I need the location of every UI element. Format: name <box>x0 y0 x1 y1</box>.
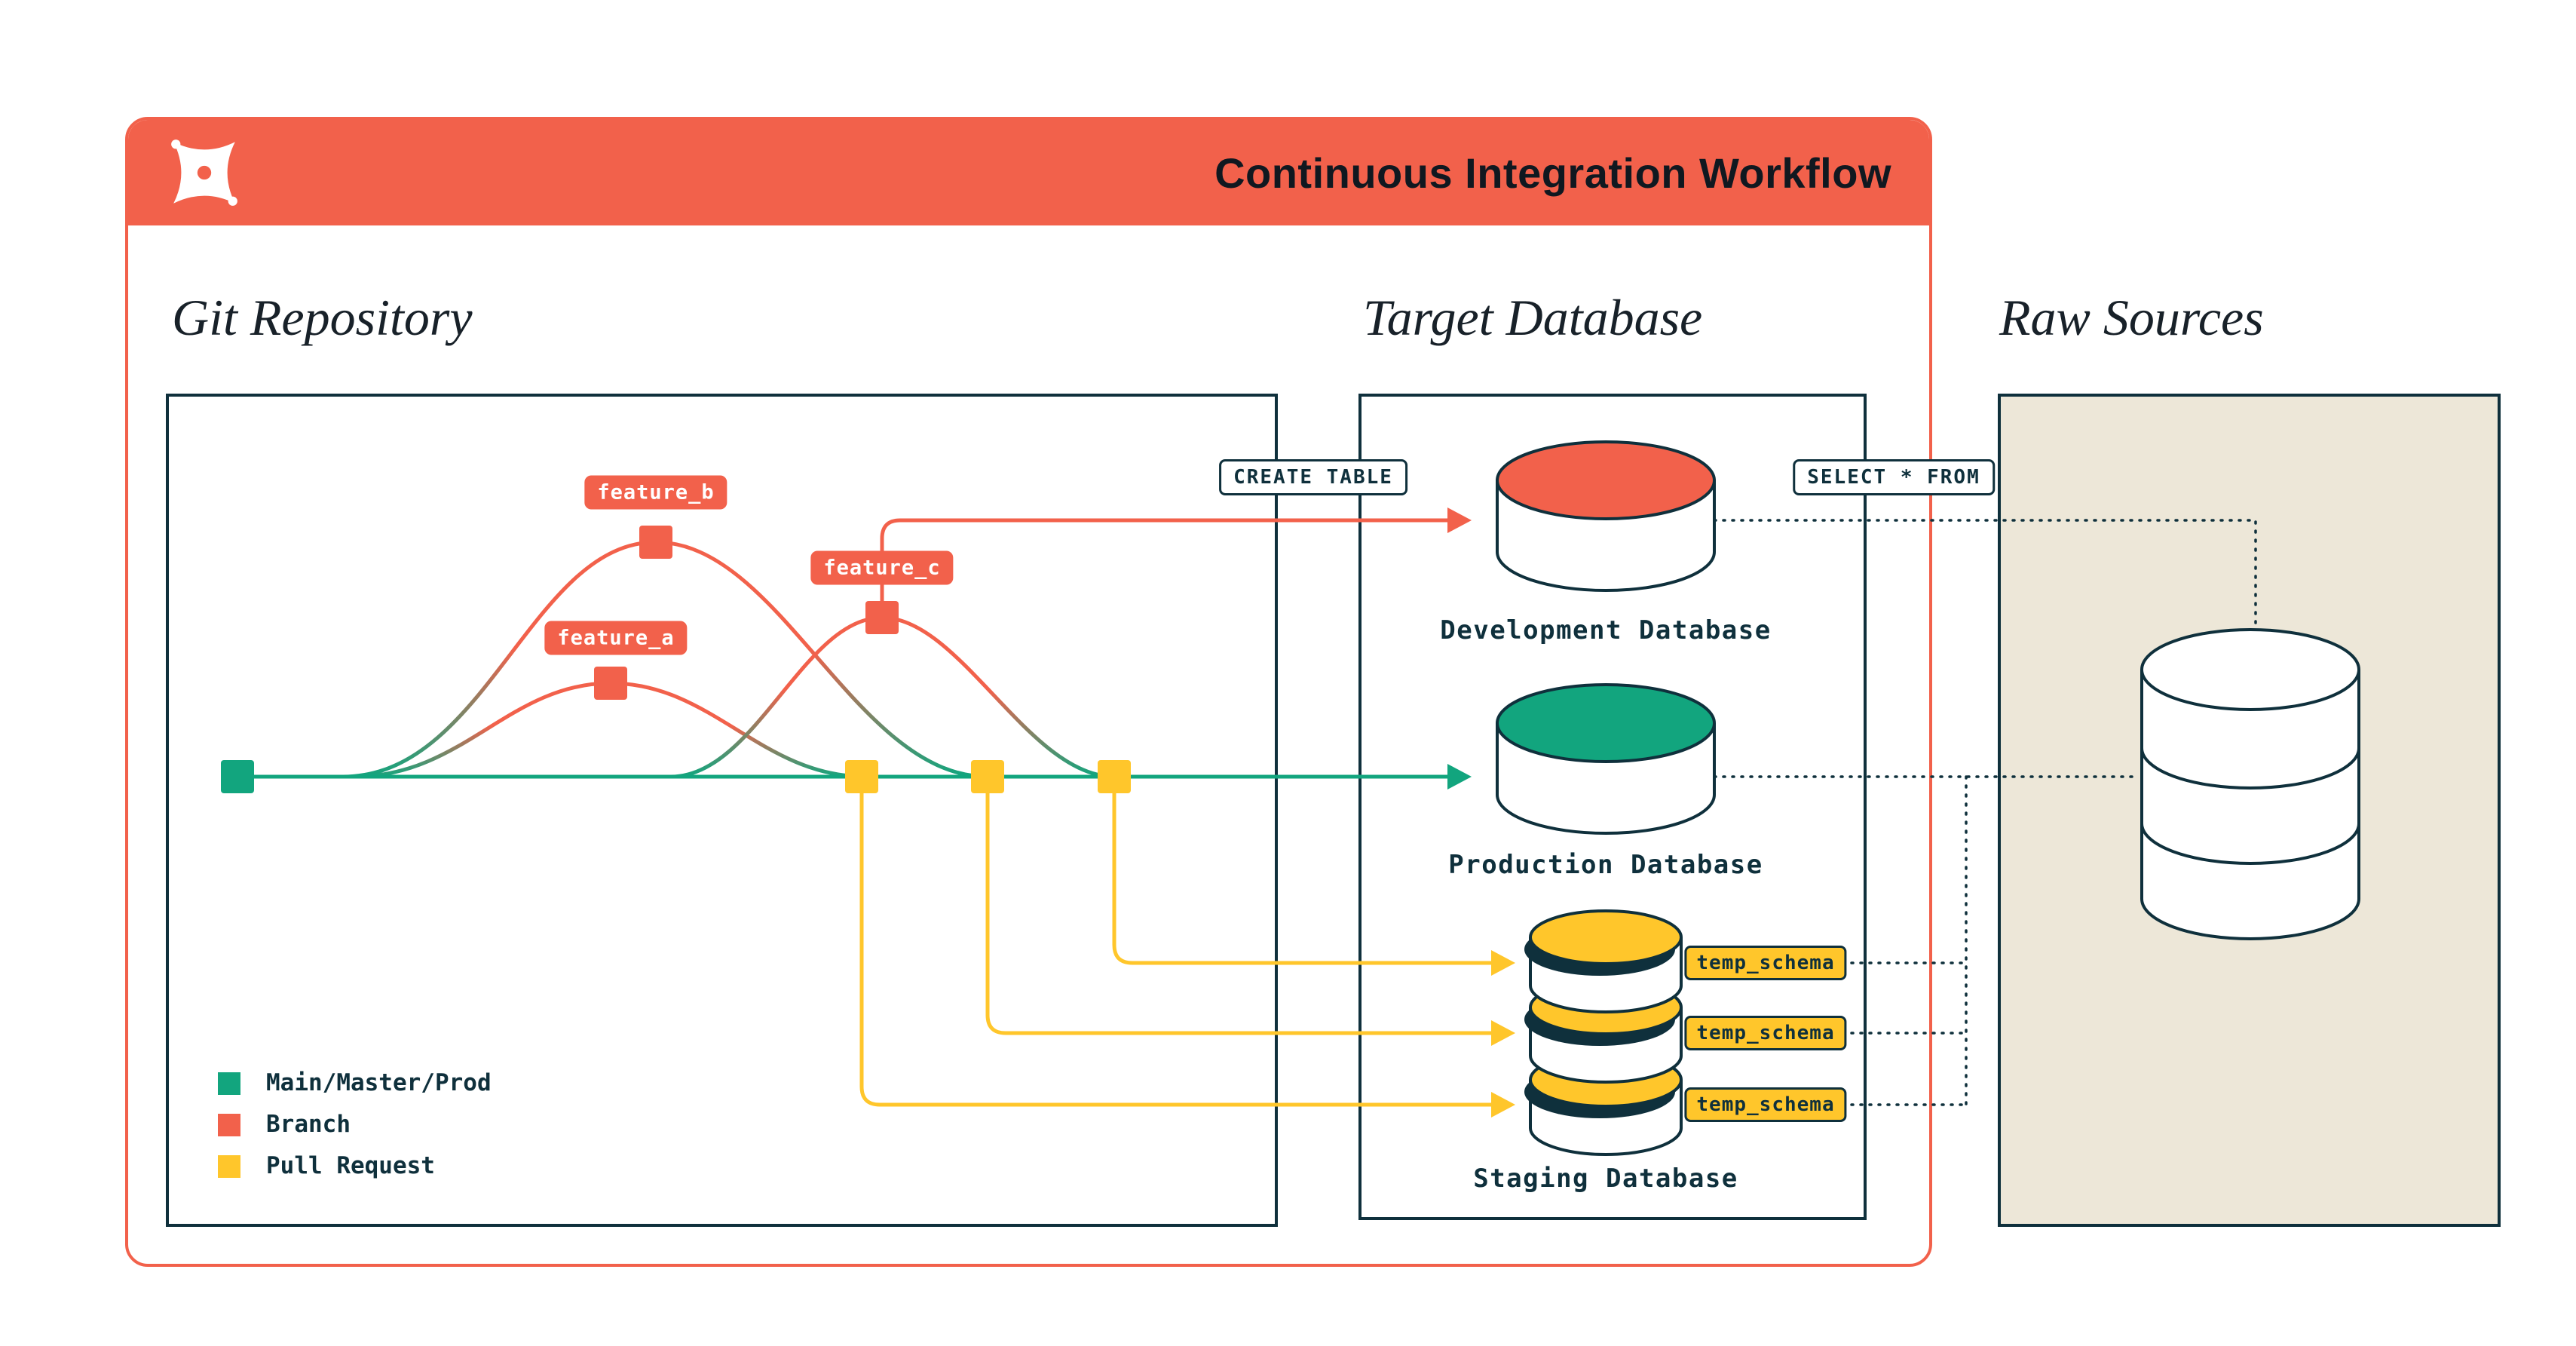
legend: Main/Master/Prod Branch Pull Request <box>218 1072 492 1178</box>
dbt-logo-icon <box>171 140 237 206</box>
temp-schema-badge-1: temp_schema <box>1684 946 1847 980</box>
legend-label-pull-request: Pull Request <box>266 1152 435 1179</box>
select-from-badge: SELECT * FROM <box>1793 459 1995 495</box>
branch-label-feature-b: feature_b <box>584 475 727 510</box>
raw-sources-box <box>1998 394 2501 1227</box>
raw-sources-cylinder <box>2140 628 2360 940</box>
temp-schema-badge-3: temp_schema <box>1684 1087 1847 1122</box>
legend-item-pull-request: Pull Request <box>218 1154 492 1178</box>
temp-schema-badge-2: temp_schema <box>1684 1016 1847 1050</box>
legend-swatch-main <box>218 1072 240 1095</box>
section-title-raw-sources: Raw Sources <box>1999 289 2264 346</box>
branch-label-feature-a: feature_a <box>544 621 688 655</box>
section-title-git-repository: Git Repository <box>172 289 473 346</box>
legend-label-branch: Branch <box>266 1111 351 1138</box>
branch-label-feature-c: feature_c <box>810 550 954 585</box>
header-bar: Continuous Integration Workflow <box>128 120 1929 225</box>
create-table-badge: CREATE TABLE <box>1219 459 1407 495</box>
legend-item-branch: Branch <box>218 1113 492 1136</box>
section-title-target-database: Target Database <box>1363 289 1703 346</box>
legend-label-main: Main/Master/Prod <box>266 1069 492 1096</box>
legend-swatch-pull-request <box>218 1154 240 1178</box>
production-database-label: Production Database <box>1448 850 1763 880</box>
staging-database-label: Staging Database <box>1473 1164 1738 1194</box>
development-database-label: Development Database <box>1440 615 1772 645</box>
legend-swatch-branch <box>218 1113 240 1136</box>
header-title: Continuous Integration Workflow <box>1214 149 1891 197</box>
legend-item-main: Main/Master/Prod <box>218 1072 492 1095</box>
